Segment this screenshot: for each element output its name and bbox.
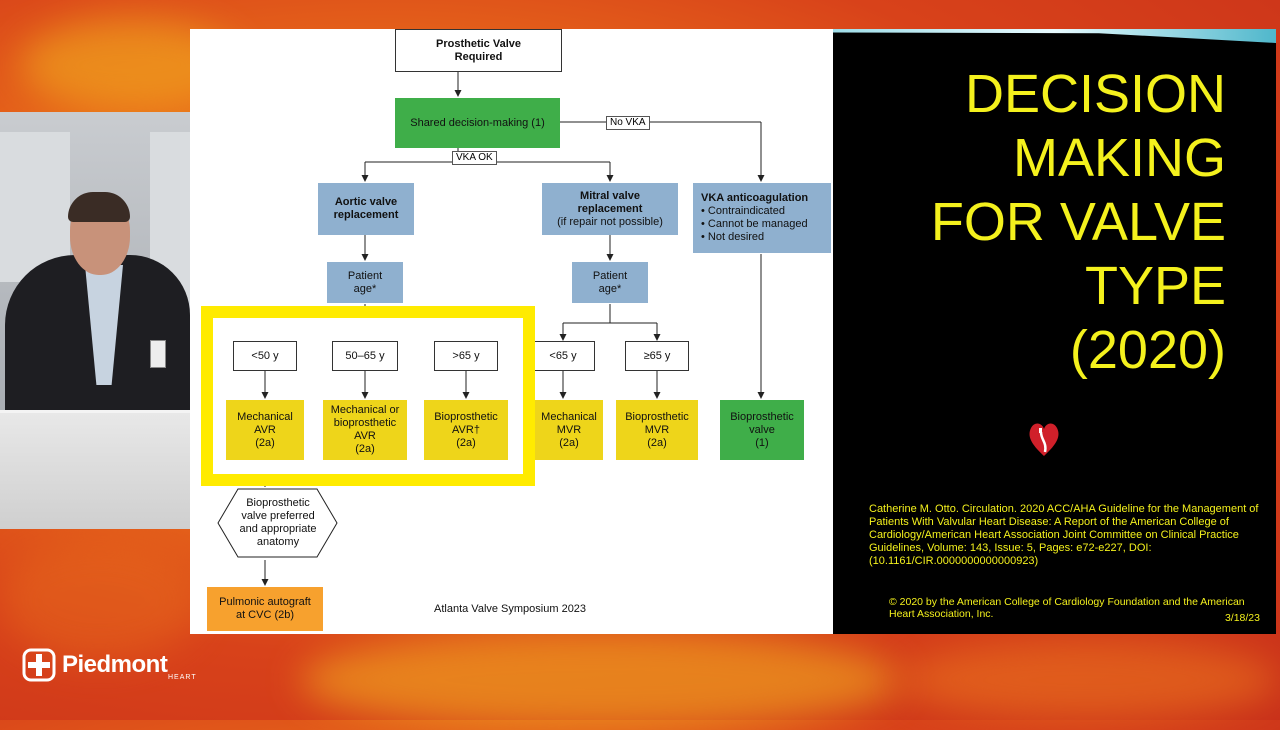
vka-item: • Not desired (701, 231, 765, 243)
mech-or-bio-avr-box: Mechanical or bioprosthetic AVR (2a) (323, 400, 407, 460)
age-ge65: ≥65 y (625, 341, 689, 371)
hexagon-label: Bioprosthetic valve preferred and approp… (239, 497, 317, 548)
bioprosthetic-avr-box: Bioprosthetic AVR† (2a) (424, 400, 508, 460)
piedmont-logo: Piedmont HEART (22, 648, 196, 682)
vka-item: • Contraindicated (701, 205, 785, 217)
patient-age-aortic: Patient age* (327, 262, 403, 303)
title-line: MAKING (1012, 128, 1226, 188)
citation-text: Catherine M. Otto. Circulation. 2020 ACC… (869, 503, 1259, 567)
copyright-text: © 2020 by the American College of Cardio… (889, 596, 1245, 620)
age-lt50: <50 y (233, 341, 297, 371)
name-badge (150, 340, 166, 368)
aha-heart-icon (1029, 423, 1059, 456)
logo-subtitle: HEART (168, 674, 197, 681)
vka-item: • Cannot be managed (701, 218, 808, 230)
title-line: FOR VALVE (930, 192, 1226, 252)
podium (0, 410, 190, 529)
mitral-box: Mitral valve replacement (if repair not … (542, 183, 678, 235)
piedmont-cross-icon (22, 648, 56, 682)
patient-age-mitral: Patient age* (572, 262, 648, 303)
mitral-title: Mitral valve replacement (577, 189, 643, 215)
footer-text: Atlanta Valve Symposium 2023 (434, 603, 587, 615)
start-box: Prosthetic Valve Required (395, 29, 562, 72)
mechanical-mvr-box: Mechanical MVR (2a) (535, 400, 603, 460)
decision-hexagon (217, 488, 338, 558)
no-vka-label: No VKA (606, 116, 650, 130)
shared-decision-box: Shared decision-making (1) (395, 98, 560, 148)
flowchart-panel: Prosthetic Valve Required Shared decisio… (190, 29, 833, 634)
background-texture (0, 540, 200, 660)
title-line: DECISION (964, 64, 1226, 124)
age-gt65: >65 y (434, 341, 498, 371)
vka-ok-label: VKA OK (452, 151, 497, 165)
title-line: (2020) (1069, 320, 1226, 380)
pulmonic-autograft-box: Pulmonic autograft at CVC (2b) (207, 587, 323, 631)
bioprosthetic-valve-box: Bioprosthetic valve (1) (720, 400, 804, 460)
bioprosthetic-mvr-box: Bioprosthetic MVR (2a) (616, 400, 698, 460)
slide-title: DECISION MAKING FOR VALVE TYPE (2020) (866, 62, 1226, 382)
presentation-slide: Prosthetic Valve Required Shared decisio… (190, 29, 1276, 634)
background-texture (900, 640, 1280, 720)
slide-date: 3/18/23 (1224, 612, 1260, 624)
vka-box: VKA anticoagulation • Contraindicated • … (693, 183, 831, 253)
aortic-box: Aortic valve replacement (318, 183, 414, 235)
highlight-frame (201, 306, 535, 486)
title-line: TYPE (1084, 256, 1226, 316)
mitral-subtitle: (if repair not possible) (557, 215, 663, 228)
vka-title: VKA anticoagulation (701, 192, 809, 204)
teal-swoosh (833, 29, 1276, 43)
background-texture (300, 630, 900, 730)
title-panel: DECISION MAKING FOR VALVE TYPE (2020) Ca… (833, 29, 1276, 634)
flowchart-connectors (217, 72, 765, 586)
logo-name: Piedmont (62, 651, 168, 678)
age-lt65: <65 y (531, 341, 595, 371)
speaker-hair (68, 192, 130, 222)
mechanical-avr-box: Mechanical AVR (2a) (226, 400, 304, 460)
age-50-65: 50–65 y (332, 341, 398, 371)
